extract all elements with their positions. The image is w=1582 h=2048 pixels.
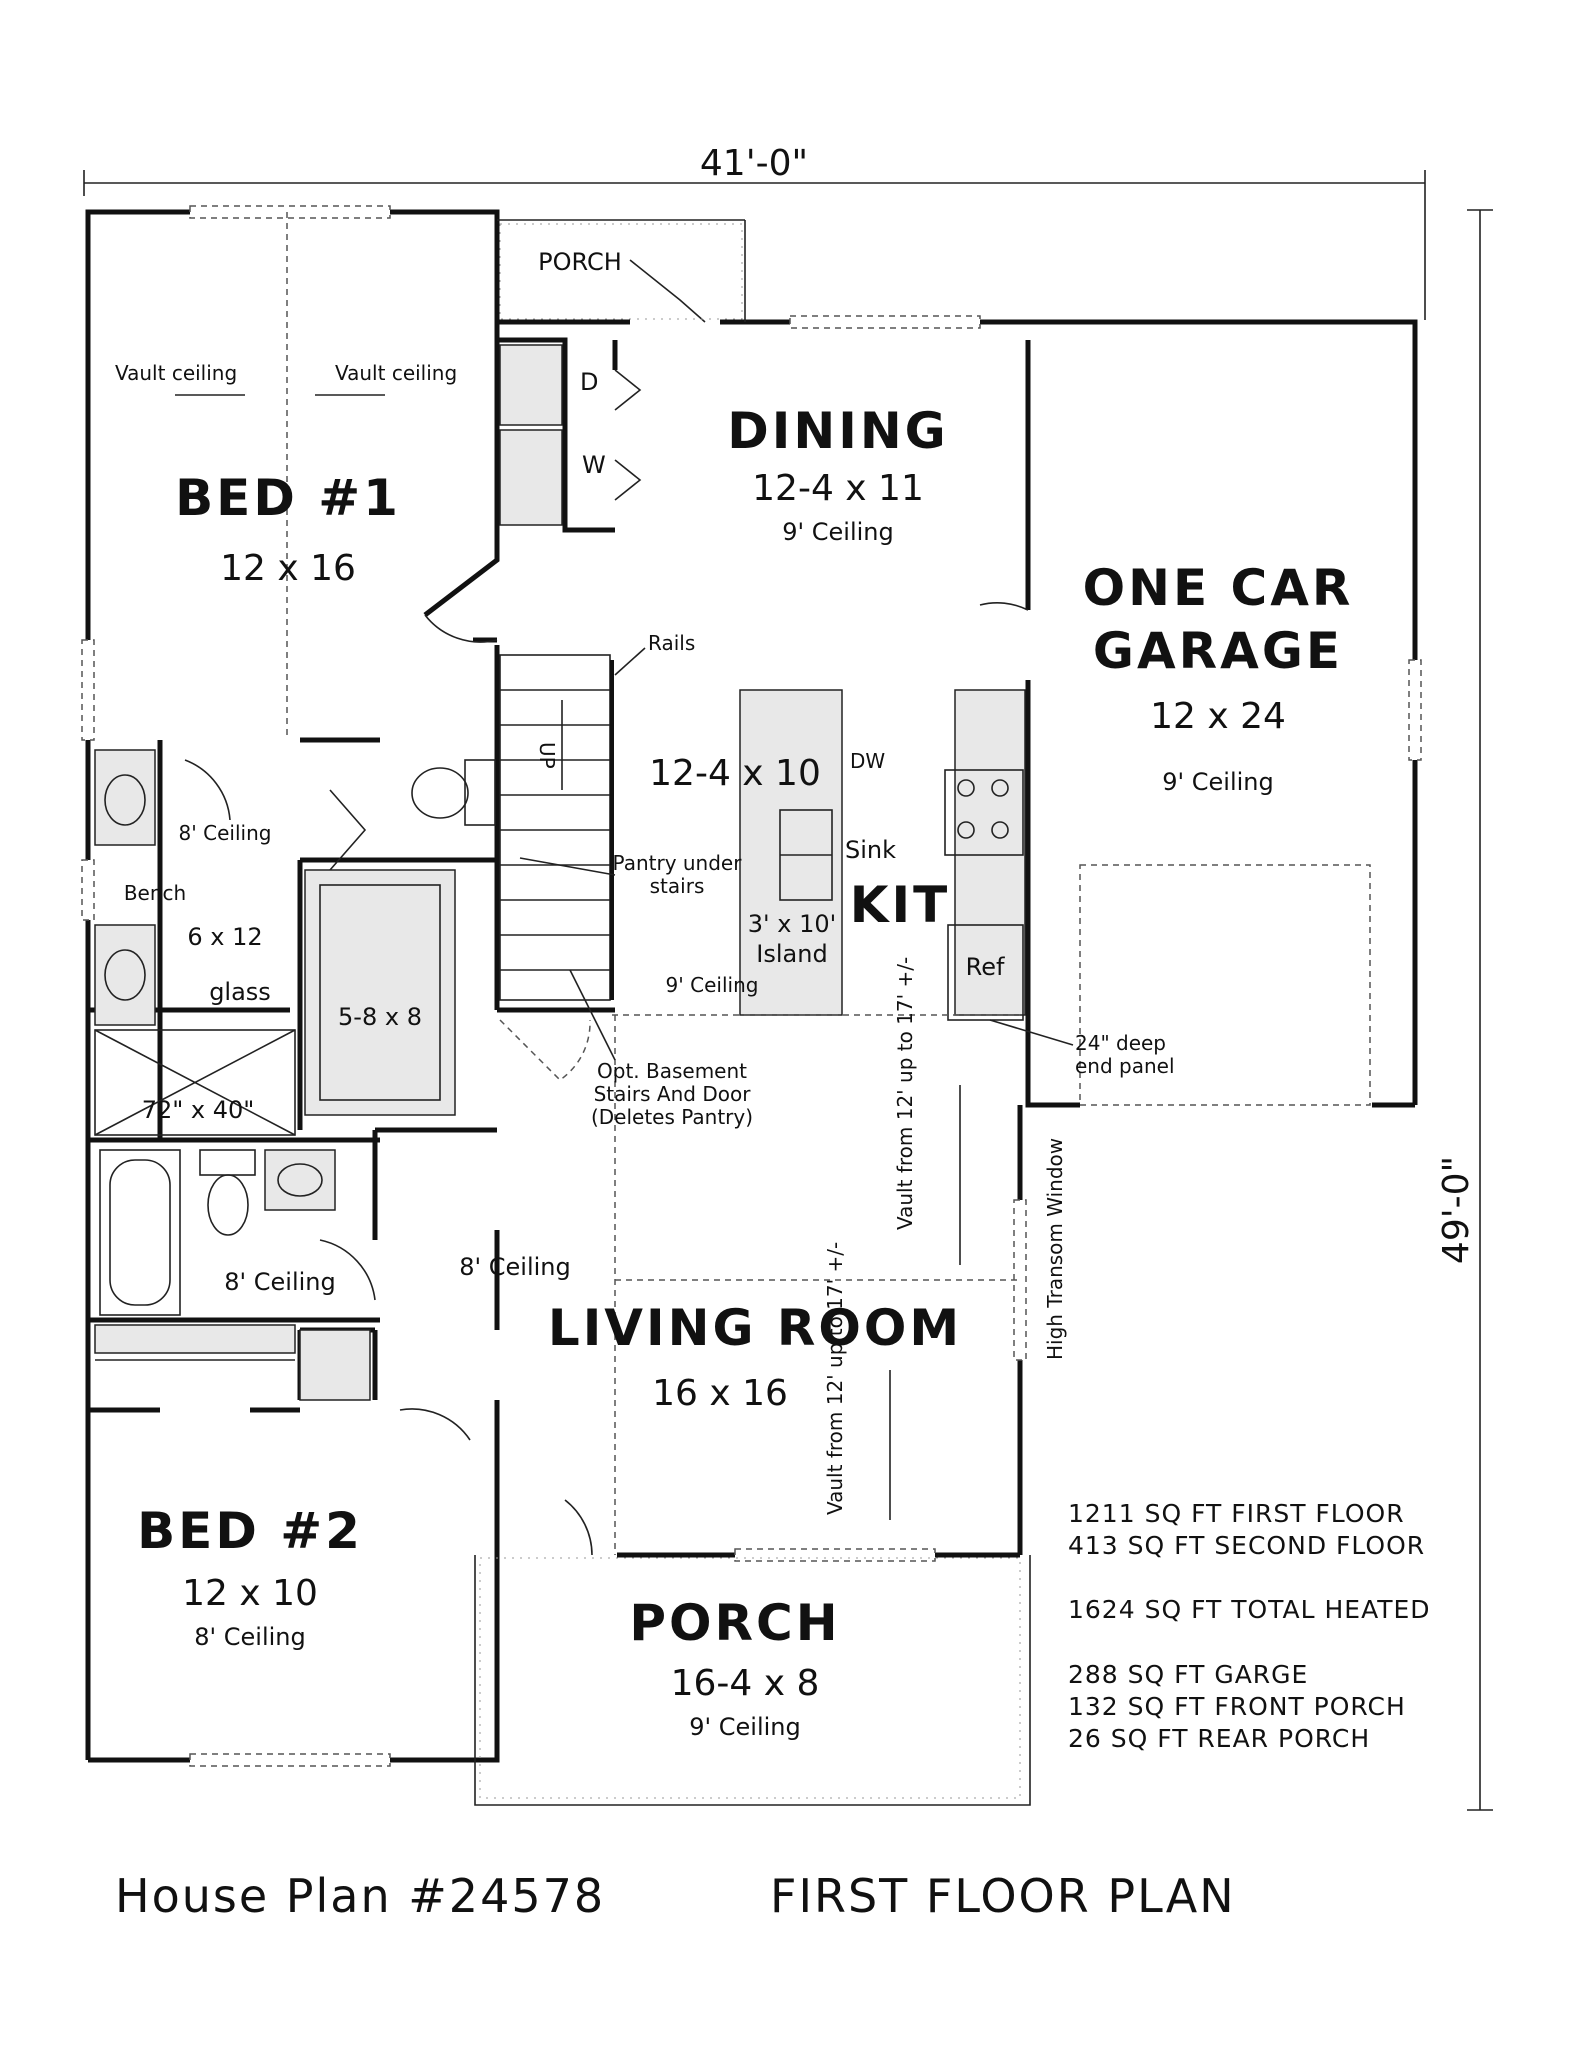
vault-lines — [286, 212, 1020, 1555]
dishwasher-label: DW — [850, 749, 885, 773]
pantry-leader — [519, 857, 616, 876]
opt-basement-line1: Opt. Basement — [597, 1059, 747, 1083]
rails-label: Rails — [648, 631, 695, 655]
transom-label: High Transom Window — [1043, 1138, 1067, 1360]
stairs — [499, 654, 614, 1001]
living-size: 16 x 16 — [652, 1373, 788, 1414]
bed2-name: BED #2 — [137, 1502, 363, 1560]
garage-name-line1: ONE CAR — [1083, 559, 1354, 617]
living-vault-lower: Vault from 12' up to 17' +/- — [823, 1242, 847, 1515]
opt-basement-line3: (Deletes Pantry) — [591, 1105, 753, 1129]
opt-basement-leader — [569, 969, 616, 1061]
end-panel-line2: end panel — [1075, 1054, 1175, 1078]
ref-label: Ref — [966, 953, 1005, 981]
kitchen-fixtures — [612, 689, 1026, 1021]
shower-size: 72" x 40" — [142, 1096, 255, 1124]
hall-ceiling: 8' Ceiling — [459, 1253, 570, 1281]
opt-basement-line2: Stairs And Door — [594, 1082, 752, 1106]
area-line: 26 SQ FT REAR PORCH — [1068, 1724, 1370, 1753]
island-line2: Island — [756, 940, 827, 968]
kitchen-ceiling: 9' Ceiling — [666, 973, 759, 997]
laundry-fixtures — [499, 344, 563, 526]
kitchen-name: KIT — [850, 876, 950, 934]
depth-dimension-label: 49'-0" — [1436, 1156, 1477, 1264]
walls — [85, 209, 1418, 1763]
dining-ceiling: 9' Ceiling — [782, 518, 893, 546]
windows — [81, 205, 1422, 1767]
dimension-lines — [83, 170, 1493, 1811]
end-panel-line1: 24" deep — [1075, 1031, 1166, 1055]
dryer-label: D — [580, 368, 598, 396]
doors — [184, 259, 1029, 1556]
garage-ceiling: 9' Ceiling — [1162, 768, 1273, 796]
porch-areas — [474, 223, 1031, 1806]
garage-parking — [1079, 864, 1371, 1106]
washer-label: W — [582, 451, 606, 479]
front-porch-size: 16-4 x 8 — [671, 1663, 820, 1704]
closet-size: 5-8 x 8 — [338, 1003, 422, 1031]
bed1-vault-left-label: Vault ceiling — [115, 361, 237, 385]
master-bath-ceiling: 8' Ceiling — [179, 821, 272, 845]
bench-label: Bench — [124, 881, 186, 905]
bed2-size: 12 x 10 — [182, 1573, 318, 1614]
rear-porch-name: PORCH — [538, 248, 622, 276]
front-porch-name: PORCH — [629, 1594, 840, 1652]
garage-name-line2: GARAGE — [1093, 622, 1343, 680]
bath-fixtures — [94, 749, 496, 1401]
hall-bath-ceiling: 8' Ceiling — [224, 1268, 335, 1296]
plan-number-title: House Plan #24578 — [115, 1869, 605, 1923]
pantry-label-line2: stairs — [650, 874, 705, 898]
area-line: 288 SQ FT GARGE — [1068, 1660, 1308, 1689]
stairs-up-label: UP — [535, 742, 559, 769]
dining-size: 12-4 x 11 — [752, 468, 924, 509]
bed2-ceiling: 8' Ceiling — [194, 1623, 305, 1651]
island-line1: 3' x 10' — [748, 910, 836, 938]
area-line: 1211 SQ FT FIRST FLOOR — [1068, 1499, 1405, 1528]
living-name: LIVING ROOM — [548, 1299, 962, 1357]
area-line: 1624 SQ FT TOTAL HEATED — [1068, 1595, 1431, 1624]
dining-name: DINING — [727, 402, 948, 460]
end-panel-leader — [989, 1019, 1074, 1046]
area-line: 413 SQ FT SECOND FLOOR — [1068, 1531, 1425, 1560]
glass-label: glass — [209, 978, 271, 1006]
pantry-label-line1: Pantry under — [613, 851, 743, 875]
closet-bed2 — [94, 1324, 296, 1361]
area-line: 132 SQ FT FRONT PORCH — [1068, 1692, 1406, 1721]
sink-label: Sink — [845, 836, 896, 864]
master-bath-size: 6 x 12 — [187, 923, 262, 951]
bed1-name: BED #1 — [175, 469, 401, 527]
width-dimension-label: 41'-0" — [700, 143, 808, 184]
kitchen-size: 12-4 x 10 — [649, 753, 821, 794]
garage-size: 12 x 24 — [1150, 696, 1286, 737]
bed1-vault-right-label: Vault ceiling — [335, 361, 457, 385]
front-porch-ceiling: 9' Ceiling — [689, 1713, 800, 1741]
bed1-size: 12 x 16 — [220, 548, 356, 589]
plan-title: FIRST FLOOR PLAN — [770, 1869, 1236, 1923]
living-vault-upper: Vault from 12' up to 17' +/- — [893, 957, 917, 1230]
rails-leader — [614, 647, 646, 676]
